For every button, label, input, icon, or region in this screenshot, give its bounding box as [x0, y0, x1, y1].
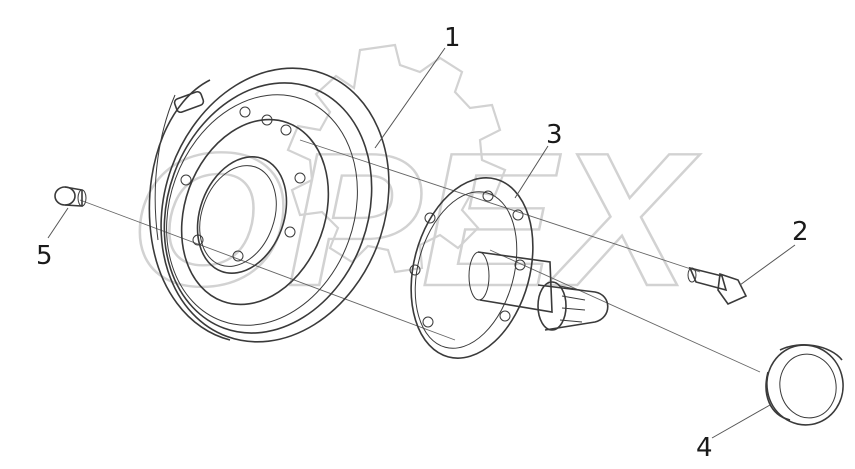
- hub-flange-shaft: [409, 177, 609, 359]
- callout-1: 1: [444, 23, 461, 53]
- leader-4: [711, 404, 771, 439]
- assembly-axes: [79, 139, 761, 373]
- seal-ring: [765, 344, 844, 426]
- callout-4: 4: [696, 433, 713, 463]
- callout-2: 2: [792, 217, 809, 247]
- watermark-gear: [286, 43, 507, 274]
- leader-lines: [47, 47, 796, 439]
- bolt: [54, 186, 87, 207]
- callout-3: 3: [546, 120, 563, 150]
- brake-drum: [148, 67, 390, 343]
- leader-5: [47, 207, 69, 239]
- wheel-stud: [687, 266, 748, 305]
- leader-2: [739, 244, 796, 286]
- leader-1: [374, 47, 446, 149]
- leader-3: [514, 145, 549, 199]
- callout-labels: 1 2 3 4 5: [36, 23, 809, 463]
- callout-5: 5: [36, 241, 53, 271]
